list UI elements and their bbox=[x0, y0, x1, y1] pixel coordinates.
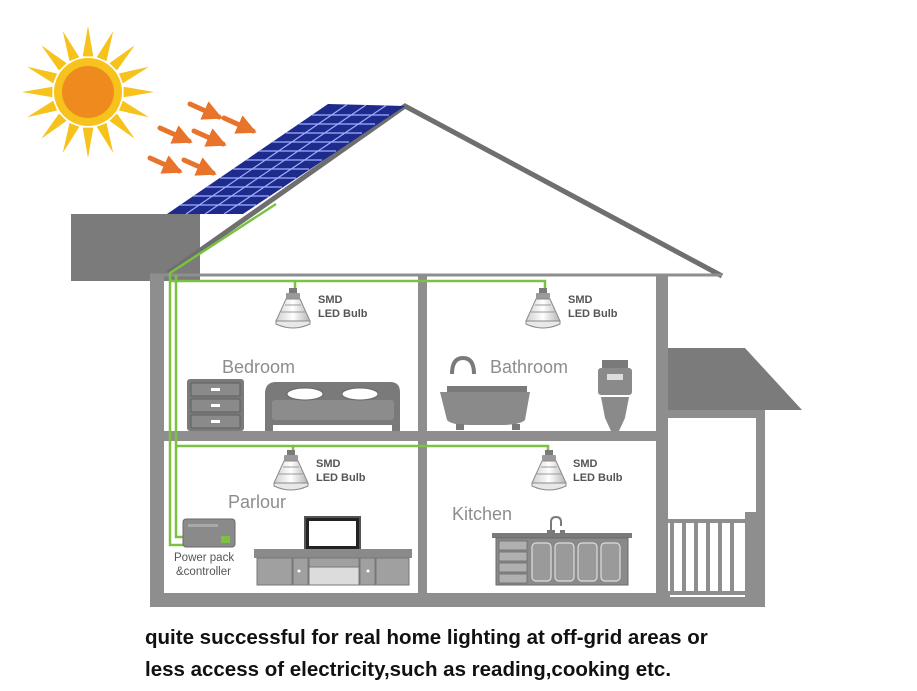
sun-ray bbox=[96, 122, 114, 153]
led-bulb-icon bbox=[525, 287, 561, 329]
sun-ray bbox=[118, 66, 149, 84]
sun-ray bbox=[118, 100, 149, 118]
room-label-bedroom: Bedroom bbox=[222, 357, 295, 377]
sun-ray-arrows bbox=[147, 101, 257, 176]
sun-ray bbox=[123, 86, 154, 98]
dresser-icon bbox=[187, 379, 244, 431]
sun-ray bbox=[62, 122, 80, 153]
sun-ray bbox=[62, 31, 80, 62]
sun-ray bbox=[82, 26, 94, 57]
svg-text:SMD: SMD bbox=[568, 294, 593, 306]
bulb-label: SMD LED Bulb bbox=[316, 458, 366, 484]
sun-ray bbox=[27, 66, 58, 84]
svg-text:SMD: SMD bbox=[573, 458, 598, 470]
svg-text:LED Bulb: LED Bulb bbox=[316, 472, 366, 484]
sun-ray bbox=[109, 45, 135, 71]
power-pack-label: Power pack &controller bbox=[174, 552, 234, 578]
bathtub-icon bbox=[440, 355, 530, 430]
house-walls bbox=[150, 275, 670, 607]
faucet-icon bbox=[547, 515, 565, 533]
sun-ray bbox=[41, 45, 67, 71]
sun-ray bbox=[22, 86, 53, 98]
power-pack-icon bbox=[182, 518, 236, 548]
bulb-label: SMD LED Bulb bbox=[568, 294, 618, 320]
svg-text:SMD: SMD bbox=[318, 294, 343, 306]
kitchen-cabinet-icon bbox=[492, 533, 632, 586]
svg-text:SMD: SMD bbox=[316, 458, 341, 470]
sun-ray bbox=[96, 31, 114, 62]
svg-text:LED Bulb: LED Bulb bbox=[318, 308, 368, 320]
sun-ray bbox=[27, 100, 58, 118]
toilet-icon bbox=[598, 360, 632, 431]
svg-text:&controller: &controller bbox=[176, 566, 231, 578]
solar-panel-icon bbox=[167, 104, 405, 215]
sun-ray bbox=[109, 113, 135, 139]
tv-icon bbox=[304, 516, 361, 553]
caption-line-2: less access of electricity,such as readi… bbox=[145, 658, 672, 681]
led-bulb-icon bbox=[275, 287, 311, 329]
room-label-bathroom: Bathroom bbox=[490, 357, 568, 377]
railing-icon bbox=[668, 519, 745, 595]
room-label-kitchen: Kitchen bbox=[452, 504, 512, 524]
sun-ray bbox=[41, 113, 67, 139]
caption-line-1: quite successful for real home lighting … bbox=[145, 626, 708, 649]
caption: quite successful for real home lighting … bbox=[145, 622, 905, 686]
room-label-parlour: Parlour bbox=[228, 492, 286, 512]
bulb-label: SMD LED Bulb bbox=[573, 458, 623, 484]
wiring bbox=[168, 202, 550, 547]
svg-text:Power pack: Power pack bbox=[174, 552, 234, 564]
svg-text:LED Bulb: LED Bulb bbox=[568, 308, 618, 320]
led-bulb-icon bbox=[531, 449, 567, 491]
led-bulb-icon bbox=[273, 449, 309, 491]
annex bbox=[668, 348, 802, 607]
tv-cabinet-icon bbox=[254, 549, 412, 586]
svg-text:LED Bulb: LED Bulb bbox=[573, 472, 623, 484]
bulb-label: SMD LED Bulb bbox=[318, 294, 368, 320]
sun-ray bbox=[82, 127, 94, 158]
sun-icon bbox=[22, 26, 154, 158]
bed-icon bbox=[265, 382, 400, 431]
